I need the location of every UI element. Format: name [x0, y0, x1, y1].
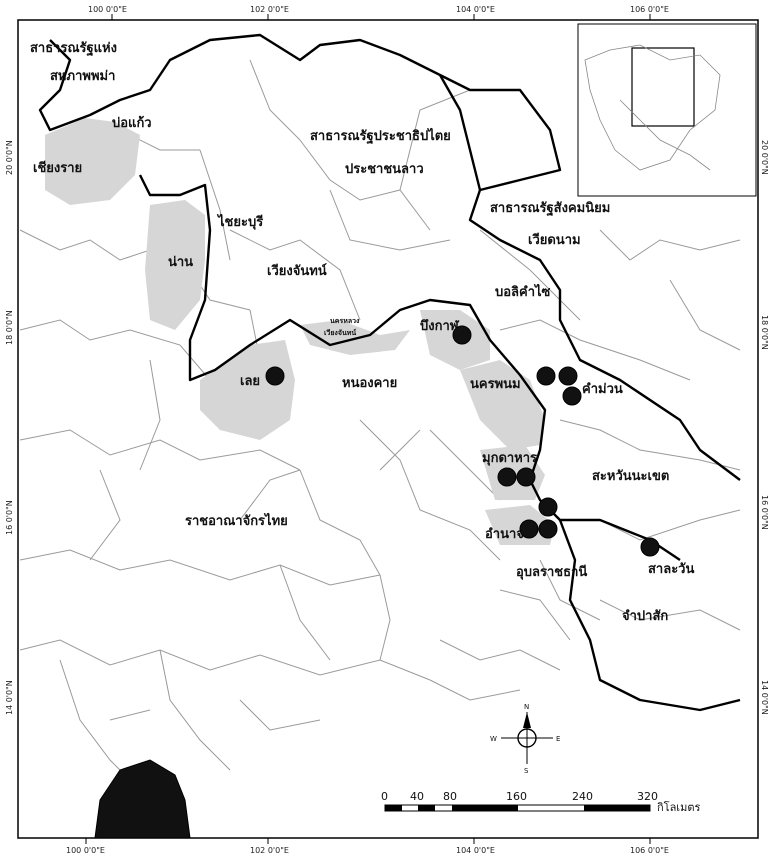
scale-tick-160: 160 [506, 790, 527, 803]
compass-w: W [490, 735, 497, 743]
label-laos-2: ประชาชนลาว [345, 162, 424, 177]
compass-n: N [524, 703, 529, 711]
scale-tick-320: 320 [637, 790, 658, 803]
inset-extent-box [631, 47, 695, 127]
scale-unit: กิโลเมตร [657, 800, 701, 814]
scale-tick-0: 0 [381, 790, 388, 803]
nan-shade [145, 200, 205, 330]
marker-amnat-1 [538, 497, 558, 517]
label-ubon: อุบลราชธานี [516, 564, 587, 580]
right-tick-3: 16 0'0"N [760, 495, 769, 530]
top-tick-3: 104 0'0"E [456, 5, 495, 14]
label-chiang-rai: เชียงราย [33, 160, 82, 176]
label-mukdahan: มุกดาหาร [482, 451, 537, 466]
scale-tick-240: 240 [572, 790, 593, 803]
label-bolikhamxay: บอลิคำไซ [495, 283, 551, 300]
marker-loei [265, 366, 285, 386]
label-laos-1: สาธารณรัฐประชาธิปไตย [310, 127, 451, 145]
amnat-shade [485, 505, 555, 545]
label-sayaboury: ไชยะบุรี [216, 213, 263, 230]
marker-amnat-3 [538, 519, 558, 539]
label-vientiane-capital-1: นครหลวง [330, 317, 360, 325]
marker-khammouane-2 [558, 366, 578, 386]
label-myanmar-2: สหภาพพม่า [50, 69, 115, 84]
scale-tick-40: 40 [410, 790, 424, 803]
country-borders [38, 33, 741, 712]
compass-rose: N S E W [490, 703, 560, 775]
right-tick-4: 14 0'0"N [760, 680, 769, 715]
bottom-tick-4: 106 0'0"E [630, 846, 669, 855]
nong-khai-shade [300, 320, 410, 355]
right-tick-2: 18 0'0"N [760, 315, 769, 350]
label-savannakhet: สะหวันนะเขต [592, 469, 669, 484]
label-vietnam-2: เวียดนาม [528, 232, 581, 248]
scale-bar: 0 40 80 160 240 320 กิโลเมตร [381, 790, 700, 814]
bottom-tick-3: 104 0'0"E [456, 846, 495, 855]
compass-e: E [556, 735, 560, 743]
marker-amnat-2 [519, 519, 539, 539]
left-tick-2: 18 0'0"N [5, 310, 14, 345]
right-tick-1: 20 0'0"N [760, 140, 769, 175]
left-tick-1: 20 0'0"N [5, 140, 14, 175]
left-tick-3: 16 0'0"N [5, 500, 14, 535]
chiang-rai-shade [45, 118, 140, 205]
top-tick-4: 106 0'0"E [630, 5, 669, 14]
study-site-markers [265, 325, 660, 557]
scale-tick-80: 80 [443, 790, 457, 803]
gulf-area [94, 759, 191, 839]
label-vientiane-capital-2: เวียงจันทน์ [324, 328, 356, 337]
label-myanmar-1: สาธารณรัฐแห่ง [30, 41, 117, 57]
label-khammouane: คำม่วน [582, 381, 623, 397]
marker-mukdahan-1 [497, 467, 517, 487]
label-vientiane-province: เวียงจันทน์ [267, 263, 327, 279]
label-bueng-kan: บึงกาฬ [420, 318, 460, 334]
label-nong-khai: หนองคาย [342, 376, 397, 391]
marker-salavan [640, 537, 660, 557]
marker-bueng-kan [452, 325, 472, 345]
label-thailand: ราชอาณาจักรไทย [185, 512, 288, 529]
label-vietnam-1: สาธารณรัฐสังคมนิยม [490, 201, 610, 217]
top-tick-1: 100 0'0"E [88, 5, 127, 14]
label-nan: น่าน [168, 255, 193, 270]
label-bokeo: บ่อแก้ว [112, 115, 152, 131]
label-amnat: อำนาจ [485, 526, 524, 542]
frame-ticks [85, 14, 651, 844]
label-nakhon-phanom: นครพนม [470, 377, 521, 392]
marker-khammouane-1 [536, 366, 556, 386]
bottom-tick-1: 100 0'0"E [66, 846, 105, 855]
left-tick-4: 14 0'0"N [5, 680, 14, 715]
label-salavan: สาละวัน [648, 562, 694, 577]
label-champasak: จำปาสัก [622, 608, 668, 624]
label-loei: เลย [240, 374, 260, 389]
inset-map [577, 23, 757, 197]
marker-khammouane-3 [562, 386, 582, 406]
bottom-tick-2: 102 0'0"E [250, 846, 289, 855]
province-borders [19, 59, 741, 791]
marker-mukdahan-2 [516, 467, 536, 487]
compass-s: S [524, 767, 529, 775]
nakhon-phanom-shade [460, 360, 545, 450]
top-tick-2: 102 0'0"E [250, 5, 289, 14]
